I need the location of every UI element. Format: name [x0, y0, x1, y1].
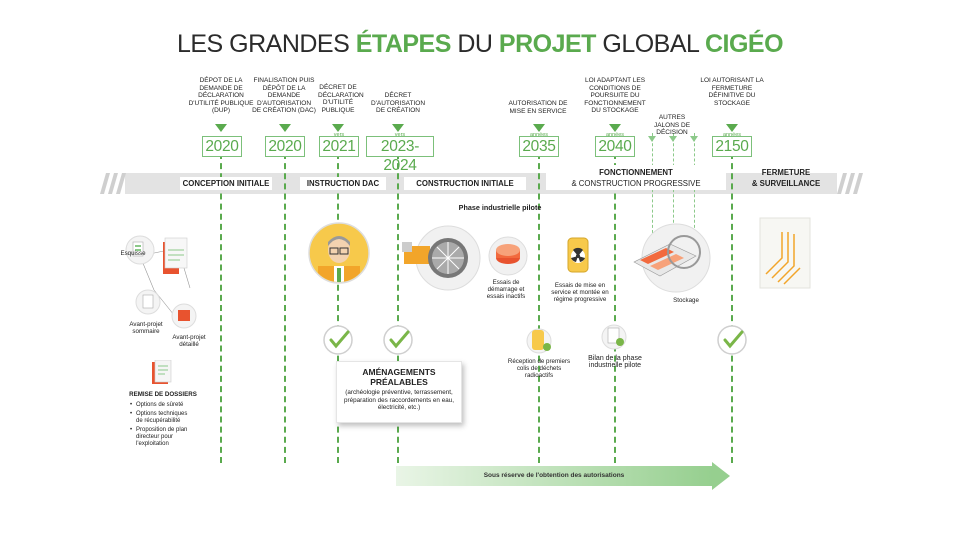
caption-esquisse: Esquisse [120, 250, 146, 257]
test-equipment-illustration [488, 236, 528, 276]
conception-illustrations [125, 235, 197, 329]
amenagements-title: AMÉNAGEMENTS PRÉALABLES [362, 367, 436, 387]
year-box-dac: 2020 [265, 136, 305, 157]
caption-avant-projet-detaille: Avant-projet détaillé [172, 334, 206, 349]
reserve-arrow [396, 466, 712, 486]
check-icon [383, 325, 413, 355]
milestone-marker-2023 [392, 124, 404, 132]
timeline-line-2023 [397, 153, 399, 463]
year-box-2021: vers 2021 [319, 132, 359, 157]
remise-item: Proposition de plan directeur pour l'exp… [130, 427, 194, 448]
milestone-label-law-adapt: Loi adaptant les conditions de poursuite… [584, 77, 646, 114]
milestone-marker-jalon-2 [669, 136, 677, 142]
remise-list: Options de sûreté Options techniques de … [130, 402, 194, 450]
phase-construction: CONSTRUCTION INITIALE [404, 177, 526, 190]
milestone-marker-dup [215, 124, 227, 132]
milestone-marker-2021 [332, 124, 344, 132]
caption-reception: Réception de premiers colis de déchets r… [507, 358, 571, 380]
caption-bilan: Bilan de la phase industrielle pilote [588, 355, 642, 370]
year-box-2040: années 2040 [595, 132, 635, 157]
milestone-label-dup-decree: Décret de déclaration d'utilité publique [318, 84, 364, 114]
caption-essais-service: Essais de mise en service et montée en r… [551, 282, 609, 304]
reserve-label: Sous réserve de l'obtention des autorisa… [483, 472, 625, 479]
milestone-label-dac: Finalisation puis dépôt de la demande d'… [252, 77, 316, 114]
timeline-line-2150 [731, 153, 733, 463]
milestone-marker-2150 [726, 124, 738, 132]
caption-stockage: Stockage [673, 297, 699, 304]
milestone-label-closure-law: Loi autorisant la fermeture définitive d… [700, 77, 764, 107]
phase-conception: CONCEPTION INITIALE [180, 177, 272, 190]
caption-essais-demarrage: Essais de démarrage et essais inactifs [486, 279, 526, 301]
milestone-label-creation-decree: Décret d'autorisation de création [370, 92, 426, 114]
milestone-marker-2040 [609, 124, 621, 132]
milestone-marker-jalon-1 [648, 136, 656, 142]
check-icon [717, 325, 747, 355]
check-icon [323, 325, 353, 355]
reserve-arrow-head [712, 462, 730, 490]
remise-item: Options techniques de récupérabilité [130, 411, 194, 425]
tunnel-boring-machine-illustration [402, 225, 481, 291]
milestone-marker-jalon-3 [690, 136, 698, 142]
timeline-line-dup [220, 153, 222, 463]
phase-fermeture: FERMETURE & SURVEILLANCE [751, 168, 821, 188]
amenagements-box: AMÉNAGEMENTS PRÉALABLES (archéologie pré… [336, 361, 462, 423]
storage-illustration [633, 223, 711, 293]
remise-title: REMISE DE DOSSIERS [129, 391, 197, 398]
milestone-label-dup: Dépot de la demande de déclaration d'uti… [188, 77, 254, 114]
milestone-label-service-auth: Autorisation de mise en service [508, 100, 568, 115]
milestone-label-other: Autres jalons de décision [653, 114, 691, 136]
report-icon [601, 324, 627, 350]
phase-fonctionnement: FONCTIONNEMENT & CONSTRUCTION PROGRESSIV… [546, 165, 726, 190]
year-box-2150: années 2150 [712, 132, 752, 157]
radioactive-container-illustration [567, 237, 589, 273]
closure-illustration [759, 217, 811, 289]
container-check-icon [526, 328, 552, 354]
person-illustration [308, 222, 370, 284]
timeline-line-2035 [538, 153, 540, 463]
year-box-dup: 2020 [202, 136, 242, 157]
milestone-marker-2035 [533, 124, 545, 132]
timeline-line-2040 [614, 153, 616, 463]
timeline-line-dac [284, 153, 286, 463]
remise-item: Options de sûreté [130, 402, 194, 409]
milestone-marker-dac [279, 124, 291, 132]
dossier-icon [152, 360, 172, 384]
page-title: LES GRANDES ÉTAPES DU PROJET GLOBAL CIGÉ… [176, 30, 784, 58]
year-box-2035: années 2035 [519, 132, 559, 157]
phase-instruction: INSTRUCTION DAC [300, 177, 386, 190]
pilot-phase-label: Phase industrielle pilote [458, 203, 542, 212]
timeline-line-2021 [337, 153, 339, 463]
amenagements-desc: (archéologie préventive, terrassement, p… [344, 389, 454, 411]
year-box-2023: vers 2023-2024 [366, 132, 434, 174]
caption-avant-projet-sommaire: Avant-projet sommaire [129, 321, 163, 336]
